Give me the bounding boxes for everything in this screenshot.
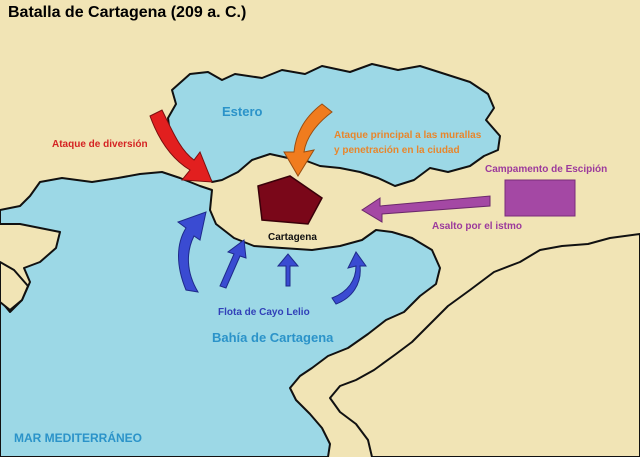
fleet-arrow-1	[176, 211, 207, 293]
camp-label: Campamento de Escipión	[485, 164, 607, 175]
fleet-arrow-4	[331, 251, 367, 305]
main-attack-label-line-1: Ataque principal a las murallas	[334, 130, 482, 141]
isthmus-assault-arrow	[361, 195, 491, 223]
fleet-arrow-3	[276, 253, 300, 287]
mar-label: MAR MEDITERRÁNEO	[14, 430, 142, 445]
cartagena-city	[257, 175, 323, 225]
scipio-camp	[504, 179, 576, 217]
bahia-label: Bahía de Cartagena	[212, 330, 334, 345]
isthmus-label: Asalto por el istmo	[432, 221, 522, 232]
fleet-label: Flota de Cayo Lelio	[218, 307, 310, 318]
estero-label: Estero	[222, 104, 263, 119]
southwest-coast	[0, 261, 29, 311]
fleet-arrow-2	[219, 239, 247, 289]
map-title: Batalla de Cartagena (209 a. C.)	[8, 4, 247, 21]
estero-lagoon	[167, 63, 501, 187]
main-attack-label-line-2: y penetración en la ciudad	[334, 145, 460, 156]
cartagena-label: Cartagena	[268, 232, 317, 243]
southeast-land	[329, 233, 640, 457]
diversion-label: Ataque de diversión	[52, 139, 148, 150]
main-attack-arrow	[283, 103, 333, 177]
diversion-attack-arrow	[149, 109, 213, 183]
